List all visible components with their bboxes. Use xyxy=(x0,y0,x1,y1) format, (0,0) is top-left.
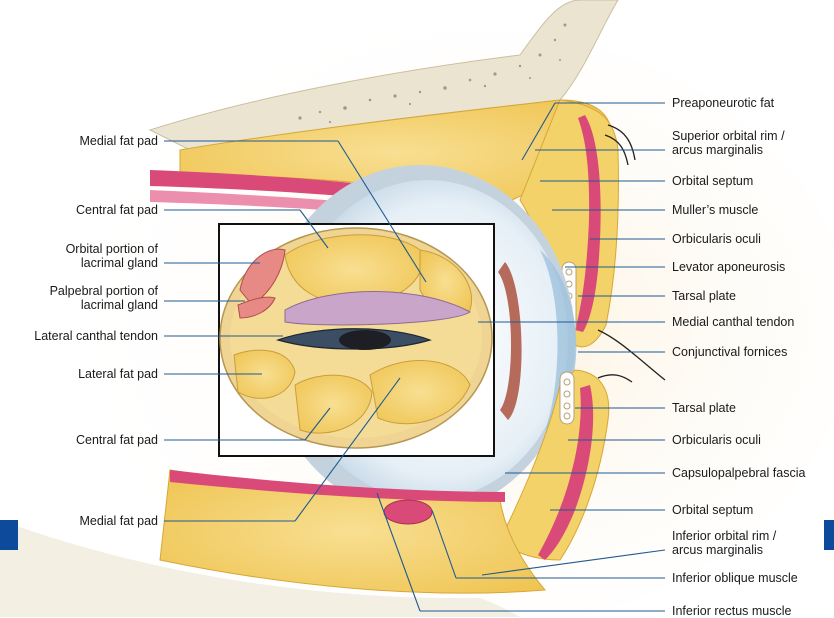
label-orbicularis-oculi-top: Orbicularis oculi xyxy=(672,232,761,246)
inset-iris xyxy=(339,330,391,350)
label-line: Superior orbital rim / xyxy=(672,129,785,143)
label-medial-fat-pad-bottom: Medial fat pad xyxy=(79,514,158,528)
label-inferior-orbital-rim: Inferior orbital rim / arcus marginalis xyxy=(672,529,776,557)
label-central-fat-pad-top: Central fat pad xyxy=(76,203,158,217)
label-line: arcus marginalis xyxy=(672,543,776,557)
label-orbital-lacrimal-gland: Orbital portion of lacrimal gland xyxy=(66,242,158,270)
label-orbital-septum-top: Orbital septum xyxy=(672,174,753,188)
label-central-fat-pad-bottom: Central fat pad xyxy=(76,433,158,447)
label-levator-aponeurosis: Levator aponeurosis xyxy=(672,260,785,274)
inferior-oblique-muscle xyxy=(384,500,432,524)
label-capsulopalpebral-fascia: Capsulopalpebral fascia xyxy=(672,466,805,480)
label-medial-fat-pad-top: Medial fat pad xyxy=(79,134,158,148)
right-edge-tab xyxy=(824,520,834,550)
left-edge-tab xyxy=(0,520,18,550)
label-lateral-fat-pad: Lateral fat pad xyxy=(78,367,158,381)
label-line: Inferior orbital rim / xyxy=(672,529,776,543)
label-line: lacrimal gland xyxy=(66,256,158,270)
label-line: lacrimal gland xyxy=(50,298,158,312)
label-palpebral-lacrimal-gland: Palpebral portion of lacrimal gland xyxy=(50,284,158,312)
label-lateral-canthal-tendon: Lateral canthal tendon xyxy=(34,329,158,343)
label-mullers-muscle: Muller’s muscle xyxy=(672,203,758,217)
label-preaponeurotic-fat: Preaponeurotic fat xyxy=(672,96,774,110)
label-line: Orbital portion of xyxy=(66,242,158,256)
label-orbital-septum-bottom: Orbital septum xyxy=(672,503,753,517)
label-line: arcus marginalis xyxy=(672,143,785,157)
label-tarsal-plate-top: Tarsal plate xyxy=(672,289,736,303)
label-tarsal-plate-bottom: Tarsal plate xyxy=(672,401,736,415)
label-conjunctival-fornices: Conjunctival fornices xyxy=(672,345,787,359)
label-inferior-rectus-muscle: Inferior rectus muscle xyxy=(672,604,791,618)
label-line: Palpebral portion of xyxy=(50,284,158,298)
label-orbicularis-oculi-bottom: Orbicularis oculi xyxy=(672,433,761,447)
label-superior-orbital-rim: Superior orbital rim / arcus marginalis xyxy=(672,129,785,157)
label-medial-canthal-tendon: Medial canthal tendon xyxy=(672,315,794,329)
label-inferior-oblique-muscle: Inferior oblique muscle xyxy=(672,571,798,585)
lower-tarsal-plate xyxy=(560,372,574,424)
